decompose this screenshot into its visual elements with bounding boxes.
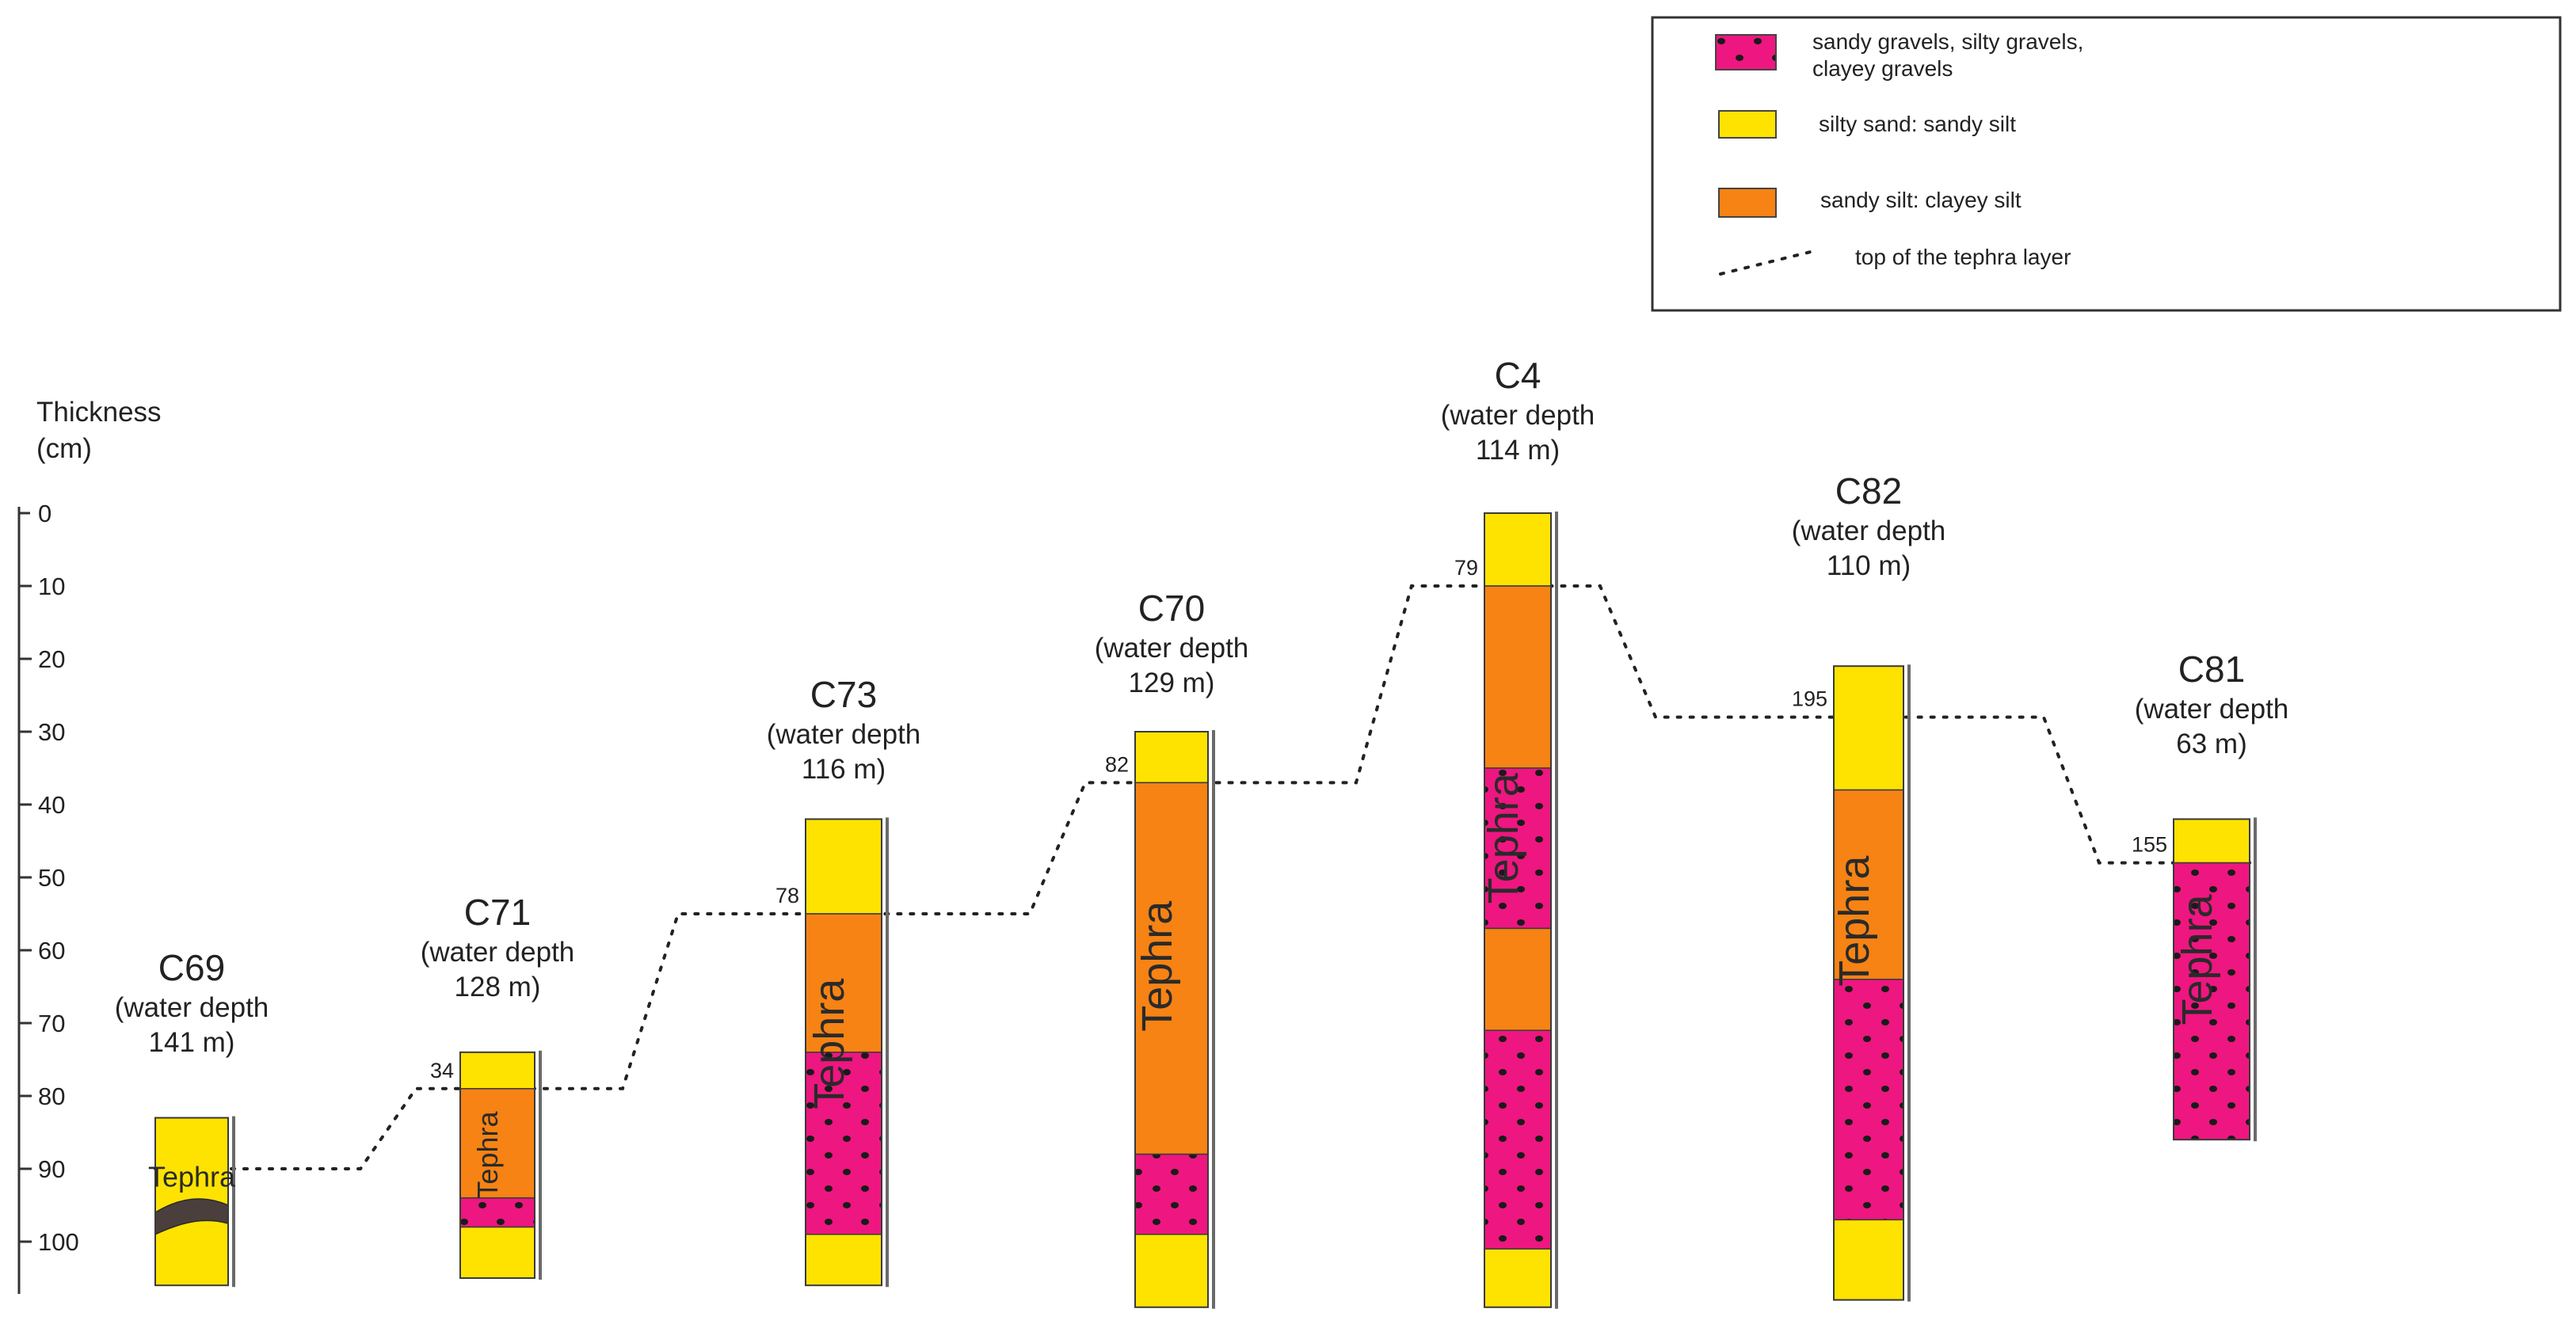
core-water-depth-line-1: (water depth: [1441, 400, 1595, 431]
core-length-label: 155: [2132, 833, 2167, 857]
axis-tick-label: 10: [38, 573, 65, 600]
core-layer-silty-sand: [805, 1234, 882, 1286]
core-layer-silty-sand: [2173, 818, 2250, 864]
core-length-label: 195: [1792, 687, 1827, 711]
core-c4: Tephra 79 C4 (water depth 114 m): [1441, 355, 1595, 1309]
axis-tick-label: 20: [38, 645, 65, 673]
legend-label-tephra-top: top of the tephra layer: [1855, 245, 2071, 269]
core-layer-gravel: [1833, 979, 1904, 1221]
tephra-label: Tephra: [1480, 772, 1527, 904]
core-water-depth-line-2: 116 m): [802, 754, 886, 785]
core-layer-silty-sand: [805, 818, 882, 915]
axis-tick-label: 0: [38, 500, 51, 527]
core-title: C70: [1138, 588, 1205, 629]
core-water-depth-line-1: (water depth: [421, 937, 575, 968]
core-water-depth-line-2: 129 m): [1129, 668, 1215, 698]
axis-tick-label: 40: [38, 791, 65, 819]
core-length-label: 34: [430, 1059, 454, 1082]
core-layer-silty-sand: [459, 1226, 535, 1279]
core-layer-silty-sand: [1833, 1219, 1904, 1301]
legend-frame: [1651, 16, 2562, 312]
core-water-depth-line-2: 128 m): [455, 972, 541, 1003]
core-layer-silty-sand: [1134, 1234, 1209, 1308]
axis-tick-label: 90: [38, 1155, 65, 1183]
core-water-depth-line-1: (water depth: [767, 719, 921, 750]
axis-tick-label: 50: [38, 864, 65, 892]
legend-label-silty-sand: silty sand: sandy silt: [1819, 112, 2016, 136]
core-c70: Tephra 82 C70 (water depth 129 m): [1095, 588, 1249, 1309]
axis-title-line-1: Thickness: [36, 397, 162, 428]
core-water-depth-line-1: (water depth: [2135, 694, 2289, 725]
core-layer-gravel: [2173, 862, 2250, 1140]
core-outline: [1134, 731, 1209, 1308]
tephra-label: Tephra: [148, 1160, 236, 1193]
core-title: C81: [2178, 649, 2245, 690]
core-water-depth-line-1: (water depth: [1792, 516, 1946, 546]
core-title: C82: [1835, 470, 1902, 512]
legend-label-gravel-2: clayey gravels: [1812, 56, 1953, 81]
core-layer-silty-sand: [1134, 731, 1209, 784]
core-c69: Tephra C69 (water depth 141 m): [115, 947, 269, 1288]
axis-ticks: 0 10 20 30 40 50 60 70 80 90 100: [19, 500, 79, 1256]
tephra-label: Tephra: [806, 978, 853, 1109]
core-layer-sandy-silt: [1833, 789, 1904, 980]
core-outline: [1833, 665, 1904, 1301]
core-water-depth-line-2: 114 m): [1476, 435, 1560, 466]
core-layer-sandy-silt: [1484, 927, 1552, 1031]
core-water-depth-line-1: (water depth: [115, 992, 269, 1023]
core-c82: Tephra 195 C82 (water depth 110 m): [1792, 470, 1946, 1302]
core-layer-silty-sand: [1484, 512, 1552, 587]
core-layer-silty-sand: [1833, 665, 1904, 791]
core-title: C73: [810, 674, 877, 715]
core-water-depth-line-2: 110 m): [1827, 550, 1911, 581]
core-title: C69: [158, 947, 225, 988]
legend-label-sandy-silt: sandy silt: clayey silt: [1820, 188, 2022, 212]
legend: sandy gravels, silty gravels, clayey gra…: [1651, 16, 2562, 312]
core-layer-gravel: [459, 1197, 535, 1228]
legend-swatch-gravel: [1715, 34, 1777, 70]
core-title: C71: [464, 892, 531, 933]
legend-swatch-sandy-silt: [1718, 188, 1777, 218]
tephra-label: Tephra: [471, 1111, 504, 1199]
axis-tick-label: 70: [38, 1010, 65, 1037]
core-outline: [805, 818, 882, 1287]
legend-swatch-tephra-top: [1719, 249, 1819, 276]
core-layer-silty-sand: [1484, 1248, 1552, 1308]
core-outline: [154, 1117, 229, 1287]
core-layer-sandy-silt: [1484, 585, 1552, 769]
core-layer-sandy-silt: [1134, 782, 1209, 1155]
core-outline: [1484, 512, 1552, 1308]
core-outline: [2173, 818, 2250, 1141]
core-length-label: 78: [775, 884, 799, 907]
core-water-depth-line-1: (water depth: [1095, 633, 1249, 664]
axis-tick-label: 80: [38, 1082, 65, 1110]
core-water-depth-line-2: 63 m): [2176, 729, 2246, 759]
axis-tick-label: 100: [38, 1228, 79, 1256]
core-layer-gravel: [1484, 1029, 1552, 1250]
core-layer-gravel: [1134, 1153, 1209, 1235]
core-title: C4: [1495, 355, 1541, 396]
core-layer-silty-sand: [459, 1052, 535, 1090]
core-c73: Tephra 78 C73 (water depth 116 m): [767, 674, 921, 1288]
tephra-label: Tephra: [1831, 855, 1878, 987]
tephra-label: Tephra: [2174, 893, 2221, 1025]
core-water-depth-line-2: 141 m): [149, 1027, 235, 1058]
depth-axis: Thickness (cm) 0 10 20 30 40 50 60 70 80 90 100: [17, 397, 162, 1294]
core-outline: [459, 1051, 535, 1280]
legend-label-gravel-1: sandy gravels, silty gravels,: [1812, 29, 2083, 54]
tephra-label: Tephra: [1134, 900, 1181, 1032]
core-length-label: 82: [1105, 752, 1129, 776]
axis-tick-label: 60: [38, 937, 65, 964]
core-layer-sandy-silt: [805, 913, 882, 1053]
core-c71: Tephra 34 C71 (water depth 128 m): [421, 892, 575, 1280]
axis-title-line-2: (cm): [36, 433, 92, 464]
core-c81: Tephra 155 C81 (water depth 63 m): [2132, 649, 2289, 1142]
axis-tick-label: 30: [38, 718, 65, 746]
legend-swatch-silty-sand: [1718, 110, 1777, 139]
core-length-label: 79: [1454, 556, 1478, 580]
